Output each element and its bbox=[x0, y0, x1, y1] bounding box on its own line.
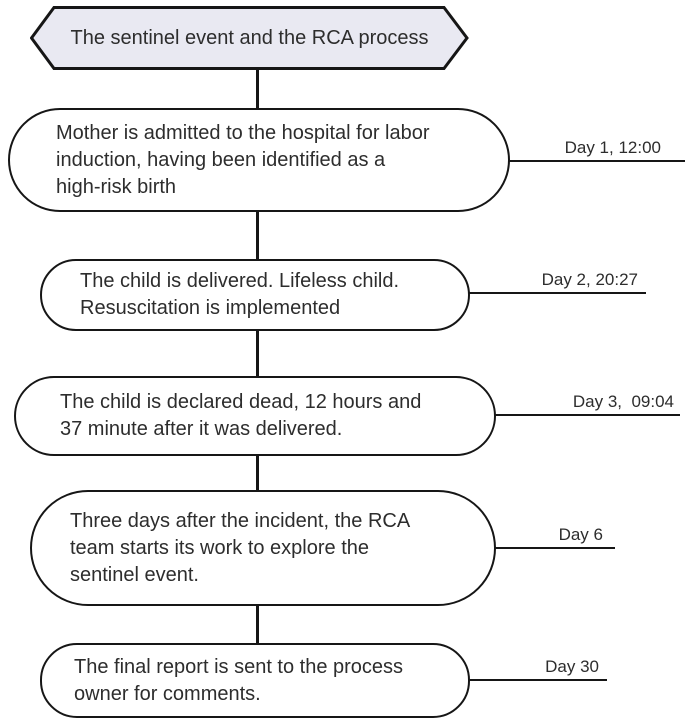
step-box-admission: Mother is admitted to the hospital for l… bbox=[8, 108, 510, 212]
step-box-rca-start: Three days after the incident, the RCA t… bbox=[30, 490, 496, 606]
hexagon-shape-icon bbox=[30, 6, 469, 70]
timeline-callout-day6: Day 6 bbox=[495, 519, 615, 549]
timeline-callout-day30: Day 30 bbox=[468, 651, 607, 681]
process-title-hexagon: The sentinel event and the RCA process bbox=[30, 6, 469, 70]
timeline-callout-day3: Day 3, 09:04 bbox=[495, 386, 680, 416]
flow-connector-line bbox=[256, 66, 259, 650]
step-box-final-report: The final report is sent to the process … bbox=[40, 643, 470, 718]
timeline-callout-day2: Day 2, 20:27 bbox=[468, 264, 646, 294]
step-box-death-declared: The child is declared dead, 12 hours and… bbox=[14, 376, 496, 456]
timeline-callout-day1: Day 1, 12:00 bbox=[508, 132, 685, 162]
diagram-title: The sentinel event and the RCA process bbox=[70, 26, 429, 49]
step-box-delivery: The child is delivered. Lifeless child. … bbox=[40, 259, 470, 331]
